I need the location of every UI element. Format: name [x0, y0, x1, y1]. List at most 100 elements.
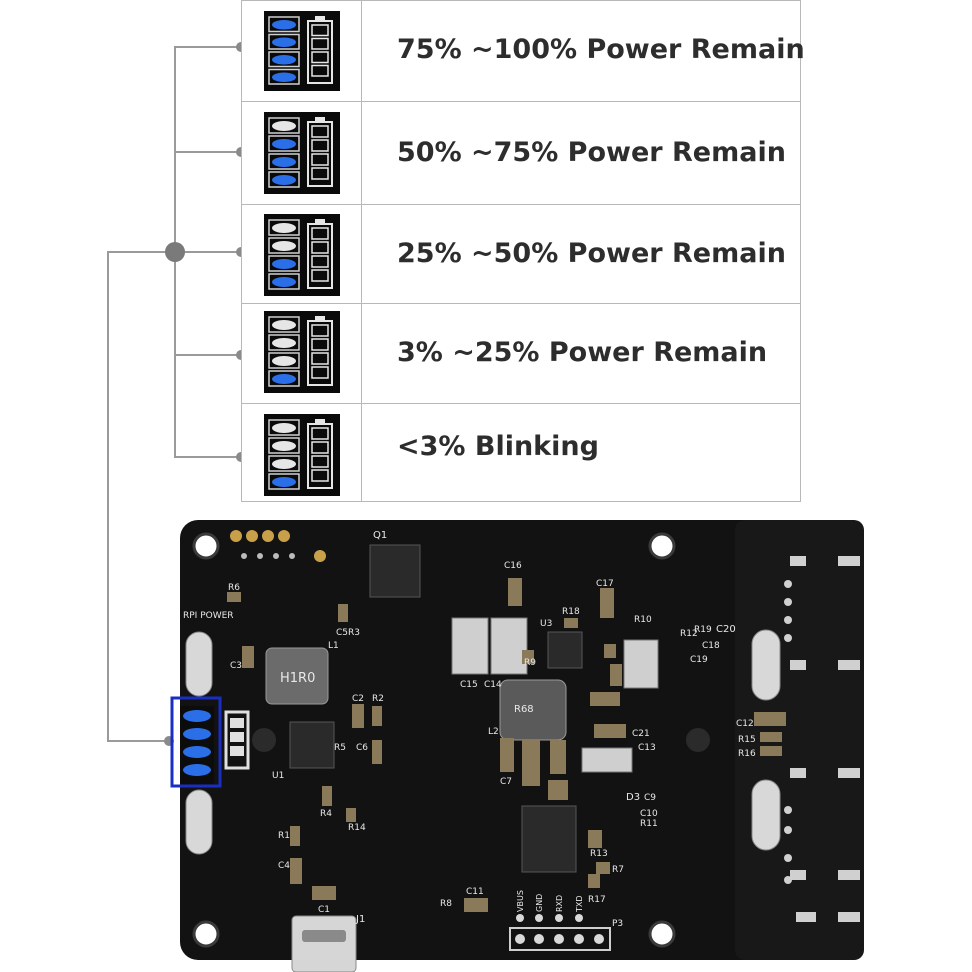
slot-left-top: [185, 631, 213, 697]
silk-c1: C1: [318, 905, 330, 915]
branch-5: [174, 456, 241, 458]
chip-u2: [521, 805, 577, 873]
silk-c21: C21: [632, 729, 650, 739]
feed-vertical: [107, 251, 109, 741]
legend-row: 25% ~50% Power Remain: [242, 204, 800, 303]
led-on: [268, 135, 300, 152]
led-icon-graphic: [268, 419, 333, 490]
silk-r2: R2: [372, 694, 384, 704]
battery-cap: [315, 316, 325, 321]
silk-r13: R13: [590, 849, 608, 859]
header-p3: [509, 927, 611, 951]
led-on: [268, 68, 300, 85]
silk-r15: R15: [738, 735, 756, 745]
header-p3-pins: [515, 914, 604, 944]
silk-c19: C19: [690, 655, 708, 665]
silk-r4: R4: [320, 809, 332, 819]
led-off: [268, 334, 300, 351]
silk-c4: C4: [278, 861, 290, 871]
chip-q1: [369, 544, 421, 598]
inductor-l1: [265, 647, 329, 705]
icon-cell: [242, 1, 362, 101]
mount-hole-tr: [648, 532, 676, 560]
component-c13: [581, 747, 633, 773]
led-on: [268, 153, 300, 170]
led-off: [268, 237, 300, 254]
level-label: 3% ~25% Power Remain: [397, 337, 768, 368]
battery-cap: [315, 117, 325, 122]
battery-segment: [311, 441, 329, 454]
battery-segment: [311, 455, 329, 468]
silk-rxd: RXD: [555, 895, 564, 912]
silk-c14: C14: [484, 680, 502, 690]
icon-cell: [242, 404, 362, 501]
mount-hole-bl: [192, 920, 220, 948]
silk-c5r3: C5R3: [336, 628, 360, 638]
led-off: [268, 419, 300, 436]
pcb-board: Q1 R6 RPI POWER C5R3 L1 H1R0 C3 C2 R2 R5…: [170, 520, 864, 972]
silk-c10: C10: [640, 809, 658, 819]
silk-c15: C15: [460, 680, 478, 690]
silk-txd: TXD: [575, 895, 584, 913]
led-off: [268, 117, 300, 134]
battery-segment: [311, 241, 329, 254]
battery-segment: [311, 51, 329, 64]
battery-segment: [311, 64, 329, 77]
silk-r16: R16: [738, 749, 756, 759]
silk-c20: C20: [716, 624, 736, 635]
branch-2: [174, 151, 241, 153]
silk-c11: C11: [466, 887, 484, 897]
battery-segment: [311, 427, 329, 440]
chip-u3: [547, 631, 583, 669]
battery-led-icon: [264, 214, 340, 296]
led-on: [268, 16, 300, 33]
led-on: [268, 473, 300, 490]
battery-cap: [315, 16, 325, 21]
silk-j1: J1: [355, 914, 365, 925]
led-on: [268, 255, 300, 272]
silk-c7: C7: [500, 777, 512, 787]
silk-r19: R19: [694, 625, 712, 635]
silk-l1: L1: [328, 641, 339, 651]
feed-horizontal-bottom: [107, 740, 170, 742]
icon-cell: [242, 304, 362, 403]
silk-c18: C18: [702, 641, 720, 651]
capacitor-c14: [490, 617, 528, 675]
level-label: 25% ~50% Power Remain: [397, 238, 786, 269]
silk-r7: R7: [612, 865, 624, 875]
icon-cell: [242, 205, 362, 303]
level-label: <3% Blinking: [397, 431, 599, 462]
silk-u1: U1: [272, 771, 284, 781]
silk-u3: U3: [540, 619, 552, 629]
silk-r68: R68: [514, 704, 534, 715]
right-connector-pads: [784, 556, 860, 922]
silk-c2: C2: [352, 694, 364, 704]
silk-r1: R1: [278, 831, 290, 841]
battery-segment: [311, 139, 329, 152]
board-led-indicator: [180, 706, 250, 786]
battery-segment: [311, 24, 329, 37]
pogo-pins: [230, 530, 326, 562]
silk-r18: R18: [562, 607, 580, 617]
led-on: [268, 273, 300, 290]
silk-c12: C12: [736, 719, 754, 729]
capacitor-c15: [451, 617, 489, 675]
battery-segment: [311, 324, 329, 337]
silk-c16: C16: [504, 561, 522, 571]
silk-q1: Q1: [373, 530, 387, 541]
silk-r9: R9: [524, 658, 536, 668]
branch-1: [174, 46, 241, 48]
battery-segment: [311, 338, 329, 351]
chip-u1: [289, 721, 335, 769]
led-on: [268, 370, 300, 387]
led-off: [268, 219, 300, 236]
silk-r10: R10: [634, 615, 652, 625]
led-on: [268, 51, 300, 68]
branch-3: [174, 251, 241, 253]
led-icon-graphic: [268, 219, 333, 290]
silk-r6: R6: [228, 583, 240, 593]
battery-segment: [311, 469, 329, 482]
battery-led-icon: [264, 414, 340, 496]
smd-parts: [227, 578, 786, 912]
led-icon-graphic: [268, 117, 333, 188]
